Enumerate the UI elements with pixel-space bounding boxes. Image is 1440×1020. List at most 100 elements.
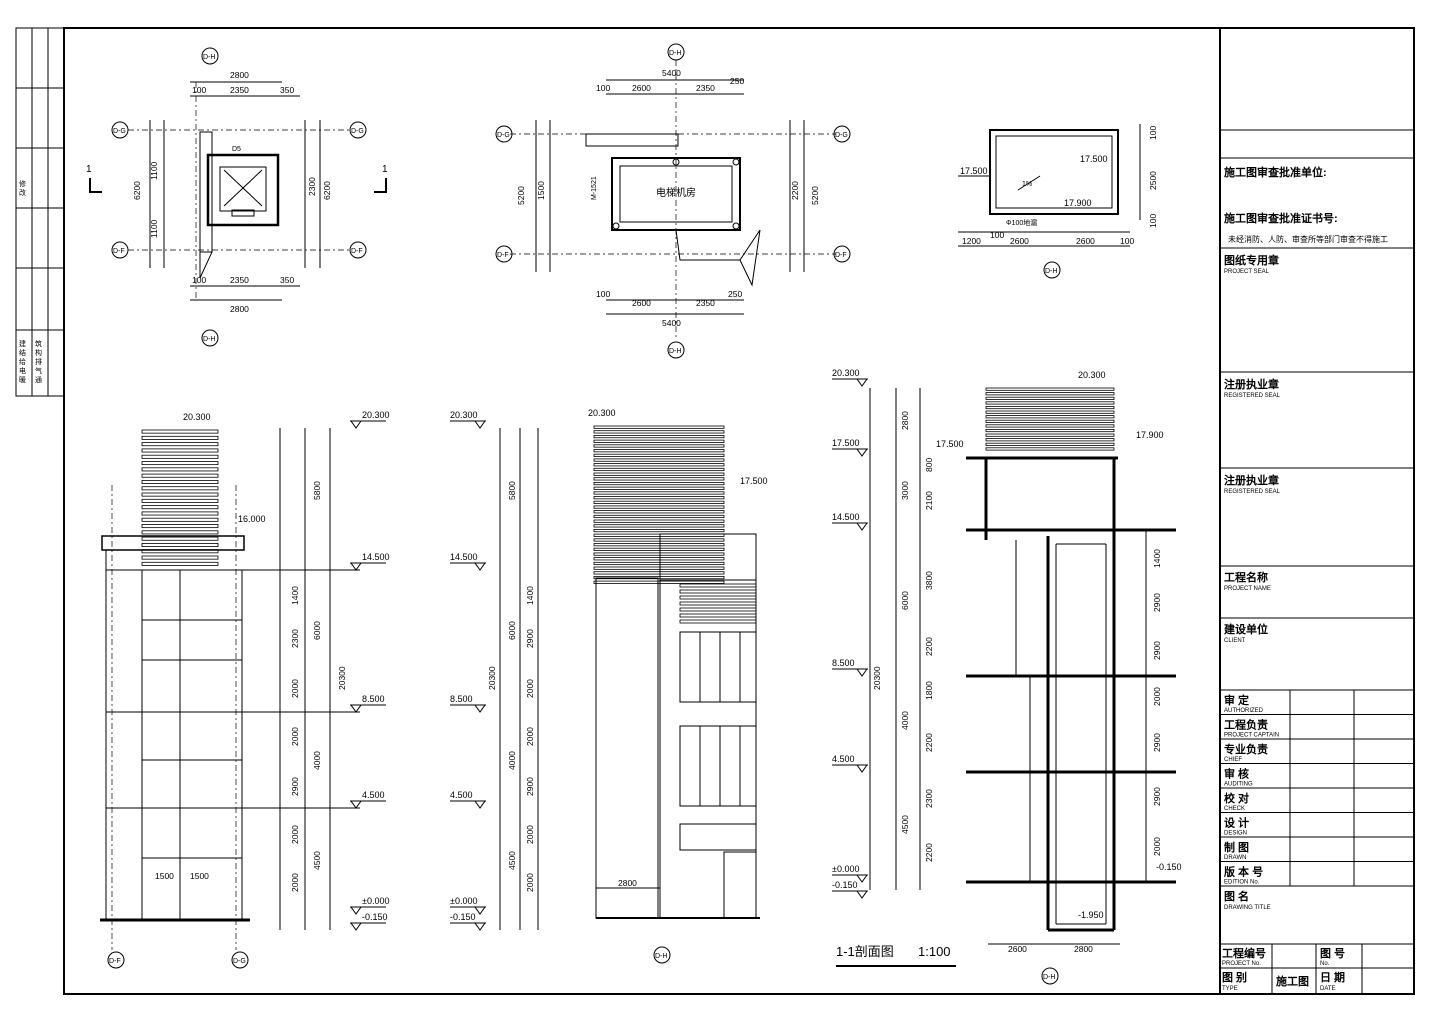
sec-left-elev-1: 17.500 [832, 438, 860, 448]
sec-elev-pit: -1.950 [1078, 910, 1104, 920]
e2-dim-2900b: 2900 [525, 777, 535, 796]
e2-dim-5800: 5800 [507, 481, 517, 500]
sec-bot-dim-1: 2800 [1074, 944, 1093, 954]
p1-axis-top: D-H [203, 54, 215, 61]
sheet-border [63, 27, 1415, 995]
e1-dim-2000b: 2000 [290, 727, 300, 746]
reg-seal2-sub: REGISTERED SEAL [1224, 489, 1281, 495]
p2-dim-top-4: 250 [730, 76, 744, 86]
p3-dim-r1: 2500 [1148, 171, 1158, 190]
sec-left-elev-5: ±0.000 [832, 864, 859, 874]
e1-top-elev: 20.300 [183, 412, 211, 422]
sec-dim-6000: 6000 [900, 591, 910, 610]
sec-elev-right-bot: -0.150 [1156, 862, 1182, 872]
louver-slat [593, 533, 725, 537]
p2-dim-right-3: 2200 [790, 181, 800, 200]
p3-dim-r2: 100 [1148, 214, 1158, 228]
drawing-title-sub: DRAWING TITLE [1224, 905, 1271, 911]
e1-dim-2000c: 2000 [290, 825, 300, 844]
p2-dim-bot-0: 100 [596, 289, 610, 299]
project-no-label: 工程编号 [1222, 946, 1266, 960]
louver-slat [985, 447, 1115, 451]
review-unit-label: 施工图审查批准单位: [1224, 165, 1327, 179]
p1-axis-rb: D-F [351, 248, 363, 255]
louver-slat [141, 461, 219, 466]
e2-bot-dim: 2800 [618, 878, 637, 888]
e2-dim-4500: 4500 [507, 851, 517, 870]
reg-seal-sub: REGISTERED SEAL [1224, 393, 1281, 399]
type-sub: TYPE [1222, 986, 1238, 992]
p2-dim-left-total: 5200 [516, 186, 526, 205]
p3-dim-2: 2600 [1010, 236, 1029, 246]
role-label-7: 版 本 号 [1224, 865, 1263, 879]
louver-slat [593, 552, 725, 556]
louver-slat [985, 410, 1115, 414]
e1-mid-elev: 16.000 [238, 514, 266, 524]
sec-bot-dim-0: 2600 [1008, 944, 1027, 954]
louver-slat [593, 458, 725, 462]
e1-right-elev-5-mark [350, 922, 362, 931]
e1-axis-right: D-G [233, 958, 246, 965]
e2-dim-2000d: 2000 [525, 873, 535, 892]
louver-slat [679, 619, 757, 624]
role-sub-6: DRAWN [1224, 855, 1246, 861]
sec-left-elev-3: 8.500 [832, 658, 855, 668]
louver-slat [593, 505, 725, 509]
sec-rdim-1: 2900 [1152, 593, 1162, 612]
e1-bot-dim-0: 1500 [155, 871, 174, 881]
p1-dim-right-total: 6200 [322, 181, 332, 200]
sec-rdim-3: 2000 [1152, 687, 1162, 706]
p2-dim-bot-2: 2350 [696, 298, 715, 308]
role-label-6: 制 图 [1224, 840, 1249, 854]
date-sub: DATE [1320, 986, 1336, 992]
role-sub-7: EDITION No. [1224, 880, 1260, 886]
e2-dim-1400: 1400 [525, 586, 535, 605]
louver-slat [985, 405, 1115, 410]
e1-right-elev-2-mark [350, 704, 362, 713]
louver-slat [593, 439, 725, 443]
louver-slat [593, 566, 725, 570]
e1-right-elev-5: -0.150 [362, 912, 388, 922]
louver-slat [593, 496, 725, 500]
role-sub-5: DESIGN [1224, 831, 1247, 837]
sec-left-elev-4-mark [856, 764, 868, 773]
e1-right-elev-1: 14.500 [362, 552, 390, 562]
louver-slat [141, 555, 219, 560]
p3-dim-1: 100 [990, 230, 1004, 240]
e1-dim-1400: 1400 [290, 586, 300, 605]
date-label: 日 期 [1320, 970, 1345, 984]
e1-right-elev-0: 20.300 [362, 410, 390, 420]
p2-axis-rt: D-G [835, 132, 848, 139]
p1-section-mark-r: 1 [382, 164, 388, 175]
sec-dim-4000: 4000 [900, 711, 910, 730]
p3-drain: Φ100地漏 [1006, 218, 1037, 227]
p2-dim-right-total: 5200 [810, 186, 820, 205]
role-label-4: 校 对 [1224, 791, 1249, 805]
section-scale: 1:100 [918, 944, 951, 959]
p2-dim-top-2: 2600 [632, 83, 651, 93]
role-label-0: 审 定 [1224, 693, 1249, 707]
e2-axis: D-H [655, 953, 667, 960]
e2-dim-4000: 4000 [507, 751, 517, 770]
louver-slat [593, 529, 725, 533]
louver-slat [593, 561, 725, 566]
e1-right-elev-4: ±0.000 [362, 896, 389, 906]
p1-axis-rt: D-G [351, 128, 364, 135]
louver-slat [141, 435, 219, 440]
sec-dim-2200a: 2200 [924, 637, 934, 656]
seal-label: 图纸专用章 [1224, 253, 1279, 267]
sec-dim-1800: 1800 [924, 681, 934, 700]
sec-rdim-0: 1400 [1152, 549, 1162, 568]
project-name-label: 工程名称 [1224, 570, 1268, 584]
p2-dim-bot-3: 250 [728, 289, 742, 299]
e2-left-elev-0: 20.300 [450, 410, 478, 420]
e2-top-elev: 20.300 [588, 408, 616, 418]
e1-dim-2900: 2900 [290, 777, 300, 796]
louver-slat [141, 561, 219, 566]
louver-slat [593, 463, 725, 467]
sec-dim-2200c: 2200 [924, 843, 934, 862]
louver-slat [593, 481, 725, 486]
reg-seal-label: 注册执业章 [1224, 377, 1279, 391]
e2-dim-total: 20300 [487, 666, 497, 690]
sec-dim-3800: 3800 [924, 571, 934, 590]
